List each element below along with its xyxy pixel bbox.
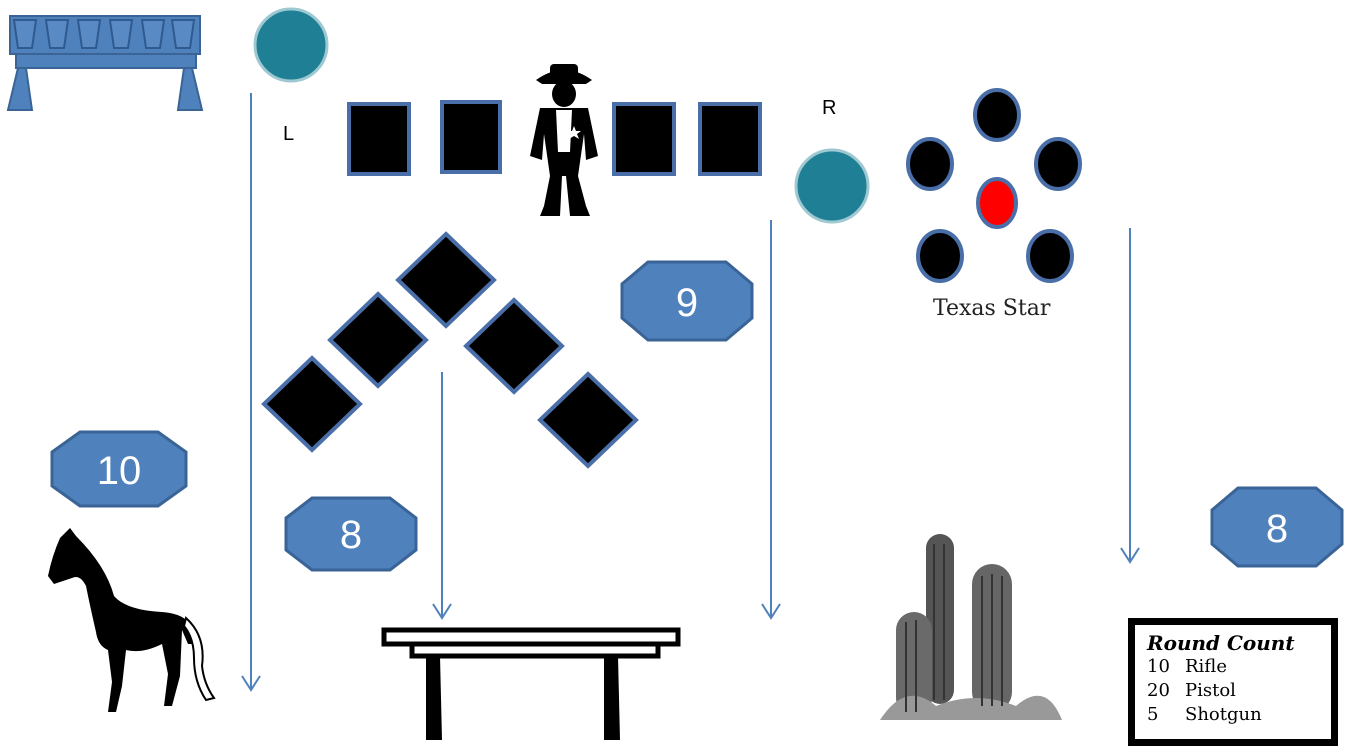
diamond-target-3	[261, 355, 363, 453]
top-target-2	[440, 100, 502, 174]
top-target-3	[612, 102, 676, 176]
chevron-targets	[261, 231, 639, 469]
rifle-rack-icon	[6, 15, 204, 111]
stage-number-4: 8	[1266, 507, 1288, 551]
stage-number-2: 8	[340, 513, 362, 557]
round-count-row-shotgun: 5 Shotgun	[1147, 703, 1331, 727]
round-count-row-pistol: 20 Pistol	[1147, 679, 1331, 703]
table-icon	[381, 627, 681, 740]
teal-target-right	[794, 148, 870, 224]
star-plate-top	[973, 88, 1021, 142]
top-target-4	[698, 102, 762, 176]
stage-number-octagon-4: 8	[1210, 486, 1344, 568]
cowboy-icon	[530, 64, 598, 216]
cactus-icon	[880, 534, 1062, 720]
right-label: R	[822, 97, 837, 119]
diamond-target-1	[395, 231, 497, 329]
round-count-title: Round Count	[1147, 631, 1295, 655]
round-count-row-rifle: 10 Rifle	[1147, 655, 1331, 679]
star-plate-upper-right	[1034, 137, 1082, 191]
left-label: L	[283, 123, 295, 145]
star-plate-center	[976, 177, 1018, 229]
round-count-number: 20	[1147, 680, 1170, 701]
texas-star	[906, 88, 1082, 283]
star-plate-upper-left	[906, 137, 954, 191]
round-count-box: Round Count 10 Rifle 20 Pistol 5 Shotgun	[1128, 618, 1338, 746]
arrow-4	[1120, 228, 1140, 564]
top-target-row	[347, 100, 762, 176]
arrow-3	[761, 220, 781, 620]
round-count-weapon: Shotgun	[1185, 704, 1262, 725]
stage-number-3: 9	[676, 281, 698, 325]
teal-target-left	[253, 7, 329, 83]
round-count-weapon: Rifle	[1185, 656, 1227, 677]
round-count-number: 5	[1147, 704, 1159, 725]
round-count-weapon: Pistol	[1185, 680, 1236, 701]
diamond-target-4	[463, 297, 565, 395]
arrow-2	[432, 372, 452, 620]
stage-number-1: 10	[97, 449, 142, 493]
stage-number-octagon-2: 8	[284, 496, 418, 572]
stage-number-octagon-1: 10	[50, 430, 188, 508]
star-plate-lower-right	[1026, 229, 1074, 283]
horse-icon	[48, 528, 216, 712]
diamond-target-2	[327, 291, 429, 389]
stage-number-octagon-3: 9	[620, 260, 754, 342]
texas-star-label: Texas Star	[933, 296, 1051, 321]
round-count-number: 10	[1147, 656, 1170, 677]
star-plate-lower-left	[916, 229, 964, 283]
diamond-target-5	[537, 371, 639, 469]
arrow-1	[241, 93, 261, 692]
top-target-1	[347, 102, 411, 176]
